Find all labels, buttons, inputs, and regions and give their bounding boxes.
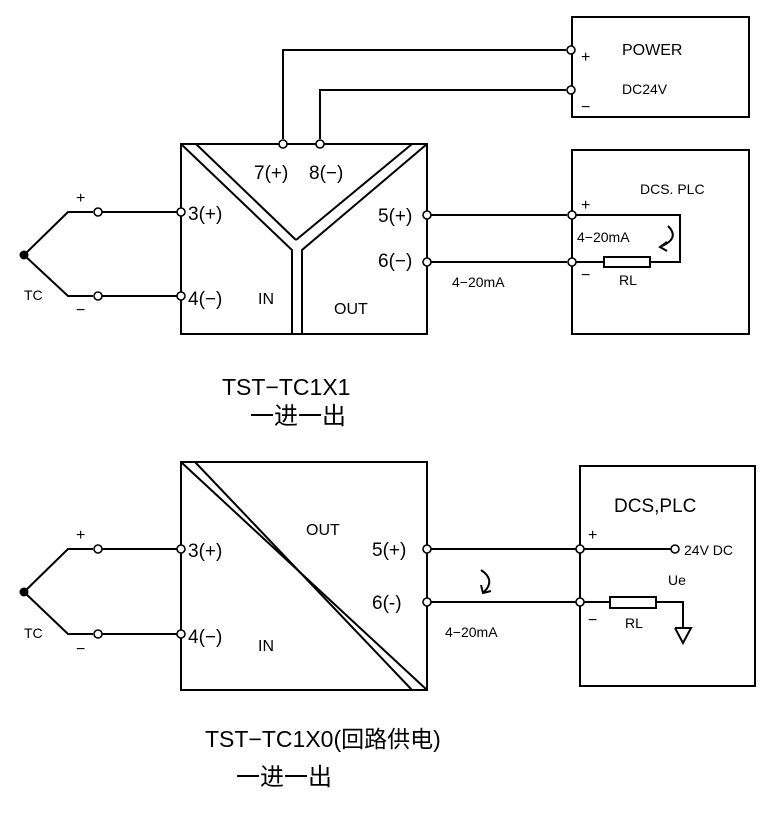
terminal-8 (315, 139, 325, 149)
subtitle-caption-1: 一进一出 (250, 403, 346, 430)
isolator-module-1 (180, 143, 428, 335)
dcs-minus-sign-1: − (581, 267, 590, 284)
output-label: OUT (334, 301, 368, 318)
tc-plus-sign: + (76, 190, 85, 207)
dcs-terminal-minus (567, 257, 577, 267)
terminal-5 (422, 210, 432, 220)
line-current-label-1: 4−20mA (452, 274, 505, 290)
model-caption-1: TST−TC1X1 (222, 374, 350, 400)
tc-terminal-minus (93, 291, 103, 301)
dcs-terminal-plus-2 (575, 544, 585, 554)
terminal-5-b (422, 544, 432, 554)
arrow-head-1 (658, 241, 668, 252)
load-resistor-1 (603, 256, 651, 268)
tc-minus-sign: − (76, 302, 85, 319)
dcs-title-1: DCS. PLC (640, 181, 705, 197)
thermocouple-negative-lead-2 (23, 591, 93, 635)
module-divider-left-inner (195, 143, 297, 241)
tc-label-2: TC (24, 625, 43, 641)
power-minus-sign: − (581, 99, 590, 116)
subtitle-caption-2: 一进一出 (236, 764, 332, 791)
dcs-terminal-plus (567, 210, 577, 220)
supply-terminal (670, 544, 680, 554)
terminal-3-label: 3(+) (188, 204, 222, 225)
power-plus-sign: + (581, 49, 590, 66)
module-diagonal-inner (194, 461, 413, 691)
thermocouple-positive-lead (23, 211, 93, 256)
terminal-6-label: 6(−) (378, 251, 412, 272)
tc-terminal-minus-2 (93, 629, 103, 639)
power-supply-box (571, 16, 750, 118)
line-current-label-2: 4−20mA (445, 624, 498, 640)
model-caption-2: TST−TC1X0(回路供电) (205, 726, 441, 752)
terminal-4-b-label: 4(−) (188, 627, 222, 648)
module-divider-right (301, 143, 428, 334)
input-label: IN (258, 291, 274, 308)
dcs-title-2: DCS,PLC (614, 496, 696, 517)
terminal-3 (176, 207, 186, 217)
module-divider-right-inner (295, 143, 413, 241)
terminal-4-label: 4(−) (188, 289, 222, 310)
terminal-6-b-label: 6(-) (372, 593, 402, 614)
rl-label-1: RL (619, 272, 637, 288)
arrow-head-2 (480, 584, 492, 595)
input-label-2: IN (258, 638, 274, 655)
dcs-loop-wire (576, 214, 681, 263)
tc-terminal-plus-2 (93, 544, 103, 554)
diagram-tc1x1: POWER DC24V + − 7(+) 8(−) 3(+) 4(−) IN O… (19, 16, 750, 430)
terminal-6 (422, 257, 432, 267)
power-terminal-plus (566, 45, 576, 55)
current-direction-arrow-2 (480, 569, 491, 593)
dcs-minus-sign-2: − (588, 612, 597, 629)
terminal-5-label: 5(+) (378, 206, 412, 227)
diagram-tc1x0: OUT IN 3(+) 4(−) 5(+) 6(-) + − TC DCS,PL… (19, 461, 756, 791)
power-voltage: DC24V (622, 81, 668, 97)
dcs-plus-sign-2: + (588, 527, 597, 544)
dcs-ground-wire (656, 601, 684, 628)
tc-terminal-plus (93, 207, 103, 217)
thermocouple-negative-lead (23, 254, 93, 297)
power-negative-wire (319, 89, 566, 139)
thermocouple-positive-lead-2 (23, 548, 93, 593)
module-divider-left (180, 143, 293, 334)
power-positive-wire (282, 49, 566, 139)
inner-current-label: 4−20mA (577, 229, 630, 245)
terminal-7-label: 7(+) (254, 163, 288, 184)
dcs-plus-sign-1: + (581, 197, 590, 214)
rl-label-2: RL (625, 615, 643, 631)
ue-label: Ue (668, 572, 686, 588)
dcs-plc-box-1 (571, 149, 750, 335)
power-terminal-minus (566, 85, 576, 95)
terminal-8-label: 8(−) (309, 163, 343, 184)
power-title: POWER (622, 42, 682, 59)
terminal-3-b-label: 3(+) (188, 541, 222, 562)
output-label-2: OUT (306, 522, 340, 539)
terminal-6-b (422, 597, 432, 607)
terminal-5-b-label: 5(+) (372, 540, 406, 561)
tc-label: TC (24, 287, 43, 303)
terminal-4-b (176, 629, 186, 639)
tc-plus-sign-2: + (76, 527, 85, 544)
tc-minus-sign-2: − (76, 641, 85, 658)
load-resistor-2 (609, 596, 657, 609)
terminal-7 (278, 139, 288, 149)
dcs-plc-box-2 (579, 465, 756, 687)
ground-symbol (674, 627, 693, 646)
terminal-3-b (176, 544, 186, 554)
dcs-terminal-minus-2 (575, 597, 585, 607)
supply-label: 24V DC (684, 542, 733, 558)
terminal-4 (176, 291, 186, 301)
